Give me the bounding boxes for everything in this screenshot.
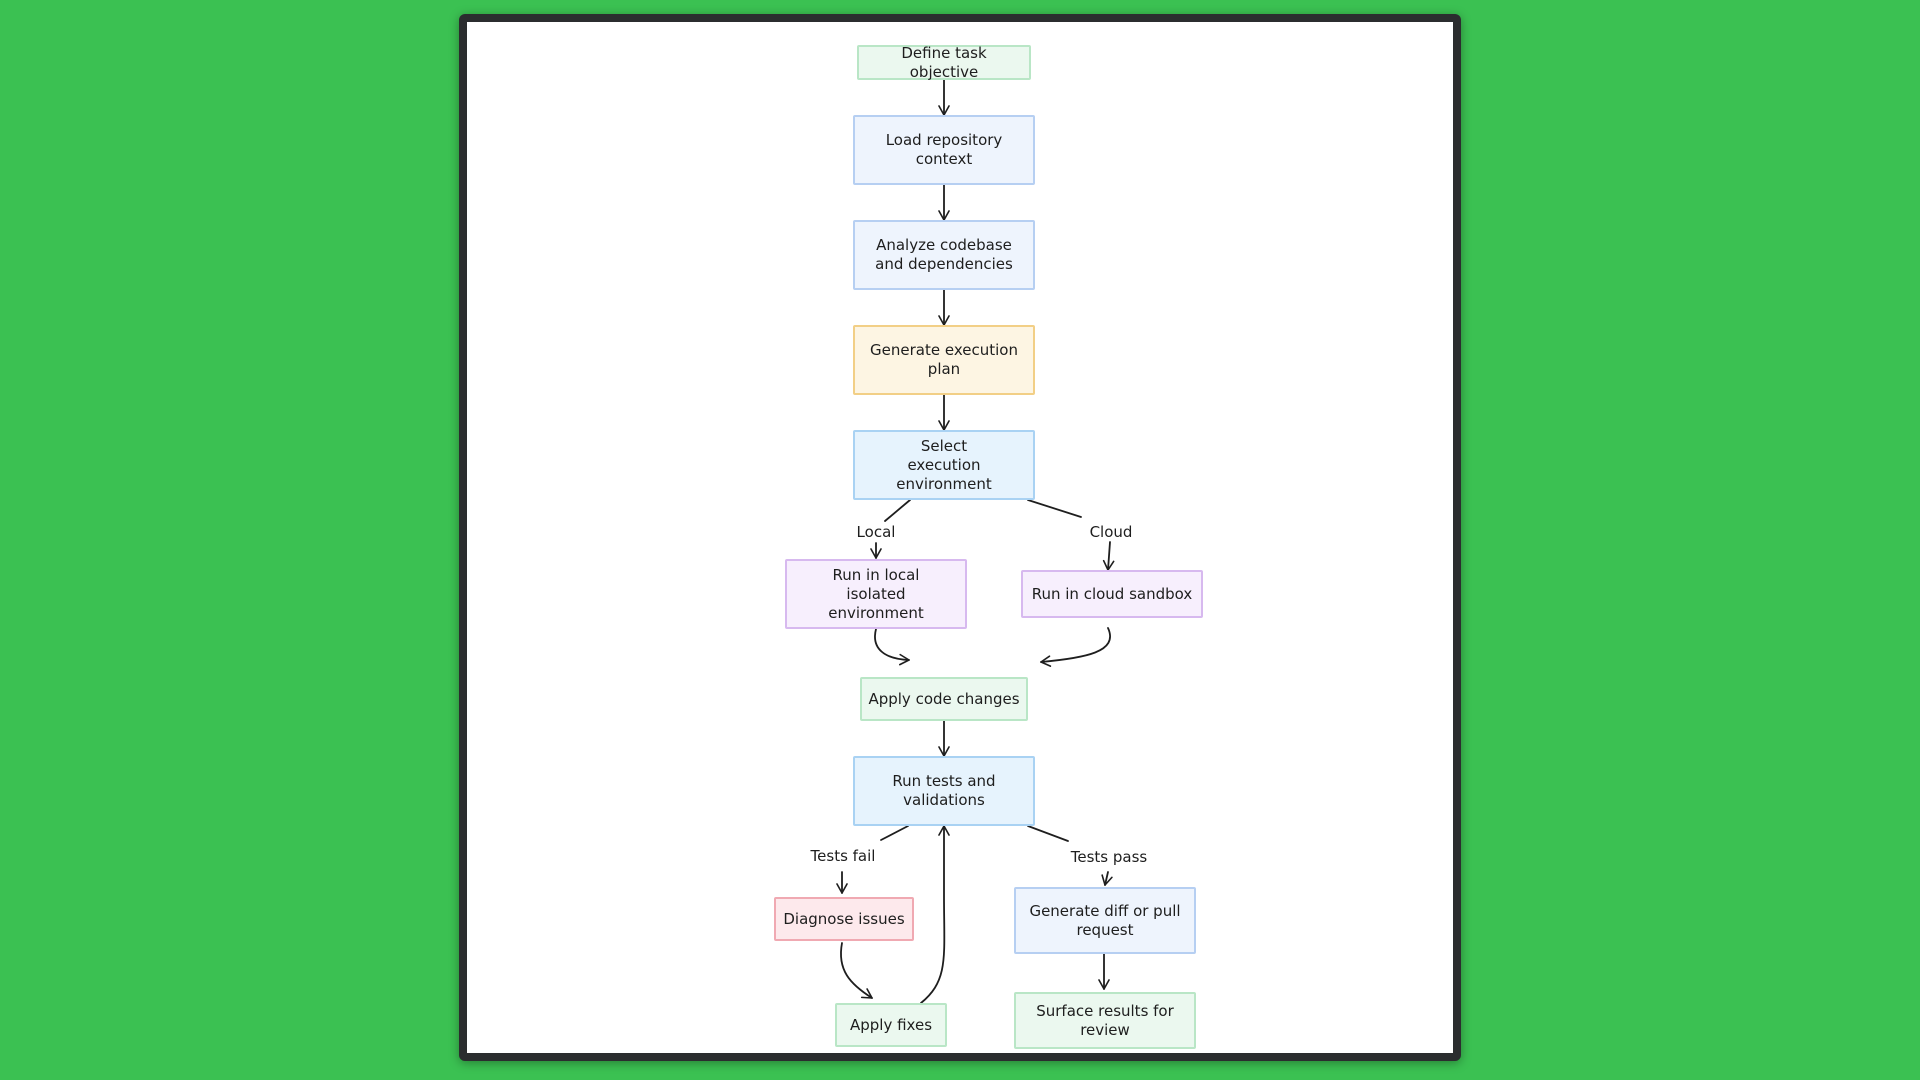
- node-label: Diagnose issues: [783, 909, 905, 928]
- node-label: Run tests and validations: [892, 772, 996, 809]
- edge-tests-diff-b: [1101, 871, 1113, 886]
- node-run-local-isolated[interactable]: Run in local isolated environment: [785, 559, 967, 629]
- edge-label-local: Local: [854, 523, 898, 541]
- node-select-execution-environment[interactable]: Select execution environment: [853, 430, 1035, 500]
- diagram-canvas: Define task objective Load repository co…: [467, 22, 1453, 1053]
- node-label: Run in local isolated environment: [828, 565, 924, 622]
- node-run-cloud-sandbox[interactable]: Run in cloud sandbox: [1021, 570, 1203, 618]
- edge-label-tests-pass: Tests pass: [1068, 848, 1150, 866]
- node-analyze-codebase[interactable]: Analyze codebase and dependencies: [853, 220, 1035, 290]
- node-label: Select execution environment: [896, 436, 992, 493]
- node-generate-execution-plan[interactable]: Generate execution plan: [853, 325, 1035, 395]
- node-label: Run in cloud sandbox: [1031, 584, 1193, 603]
- node-apply-code-changes[interactable]: Apply code changes: [860, 677, 1028, 721]
- edge-label-tests-fail: Tests fail: [808, 847, 878, 865]
- node-diagnose-issues[interactable]: Diagnose issues: [774, 897, 914, 941]
- node-apply-fixes[interactable]: Apply fixes: [835, 1003, 947, 1047]
- node-surface-results[interactable]: Surface results for review: [1014, 992, 1196, 1049]
- edge-label-cloud: Cloud: [1087, 523, 1135, 541]
- node-label: Define task objective: [901, 43, 987, 81]
- edge-fixes-tests: [920, 825, 950, 1004]
- node-label: Load repository context: [885, 131, 1003, 168]
- edge-local-apply: [874, 628, 910, 666]
- node-label: Apply fixes: [849, 1015, 933, 1034]
- node-label: Generate diff or pull request: [1029, 901, 1181, 939]
- node-label: Analyze codebase and dependencies: [875, 236, 1013, 273]
- diagram-window: Define task objective Load repository co…: [459, 14, 1461, 1061]
- node-define-task-objective[interactable]: Define task objective: [857, 43, 1031, 81]
- edge-select-cloud-b: [1102, 541, 1115, 571]
- node-label: Apply code changes: [868, 689, 1020, 708]
- node-generate-diff-pr[interactable]: Generate diff or pull request: [1014, 887, 1196, 954]
- edge-cloud-apply: [1040, 627, 1111, 667]
- node-label: Generate execution plan: [870, 341, 1018, 378]
- node-label: Surface results for review: [1036, 1001, 1174, 1039]
- edge-select-cloud-a: [1027, 499, 1082, 518]
- edge-tests-diagnose-a: [880, 825, 909, 841]
- node-run-tests-validations[interactable]: Run tests and validations: [853, 756, 1035, 826]
- edge-diagnose-fixes: [840, 942, 873, 999]
- edge-tests-diff-a: [1027, 825, 1069, 842]
- node-load-repository-context[interactable]: Load repository context: [853, 115, 1035, 185]
- edge-layer: [836, 79, 1115, 1004]
- edge-select-local-a: [884, 499, 911, 522]
